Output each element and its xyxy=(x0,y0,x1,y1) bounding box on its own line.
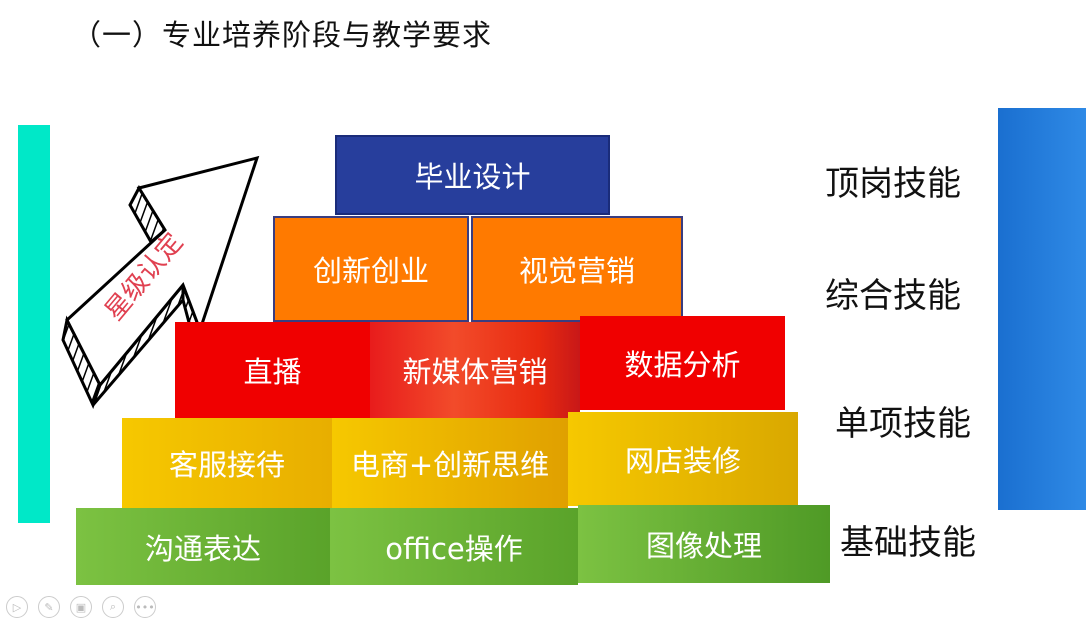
zoom-icon[interactable]: ⌕ xyxy=(102,596,124,618)
level-label-3: 基础技能 xyxy=(840,523,976,563)
block-row5-2: 图像处理 xyxy=(578,505,830,583)
play-icon[interactable]: ▷ xyxy=(6,596,28,618)
block-row3-1: 新媒体营销 xyxy=(370,322,580,418)
block-row3-0: 直播 xyxy=(175,322,370,418)
block-row4-2: 网店装修 xyxy=(568,412,798,506)
block-row3-2: 数据分析 xyxy=(580,316,785,410)
block-row4-1: 电商+创新思维 xyxy=(332,418,568,508)
level-label-0: 顶岗技能 xyxy=(825,164,961,204)
slide-title: （一）专业培养阶段与教学要求 xyxy=(72,18,493,52)
blue-panel xyxy=(998,108,1086,510)
slides-icon[interactable]: ▣ xyxy=(70,596,92,618)
level-label-1: 综合技能 xyxy=(825,276,961,316)
teal-bar xyxy=(18,125,50,523)
block-row2-1: 视觉营销 xyxy=(471,216,683,322)
block-row5-1: office操作 xyxy=(330,508,578,585)
block-row4-0: 客服接待 xyxy=(122,418,332,508)
up-arrow-icon: 星级认定 xyxy=(61,155,260,409)
pen-icon[interactable]: ✎ xyxy=(38,596,60,618)
level-label-2: 单项技能 xyxy=(835,404,971,444)
block-row2-0: 创新创业 xyxy=(273,216,469,322)
block-row1-0: 毕业设计 xyxy=(335,135,610,215)
block-row5-0: 沟通表达 xyxy=(76,508,330,585)
more-icon[interactable]: ••• xyxy=(134,596,156,618)
